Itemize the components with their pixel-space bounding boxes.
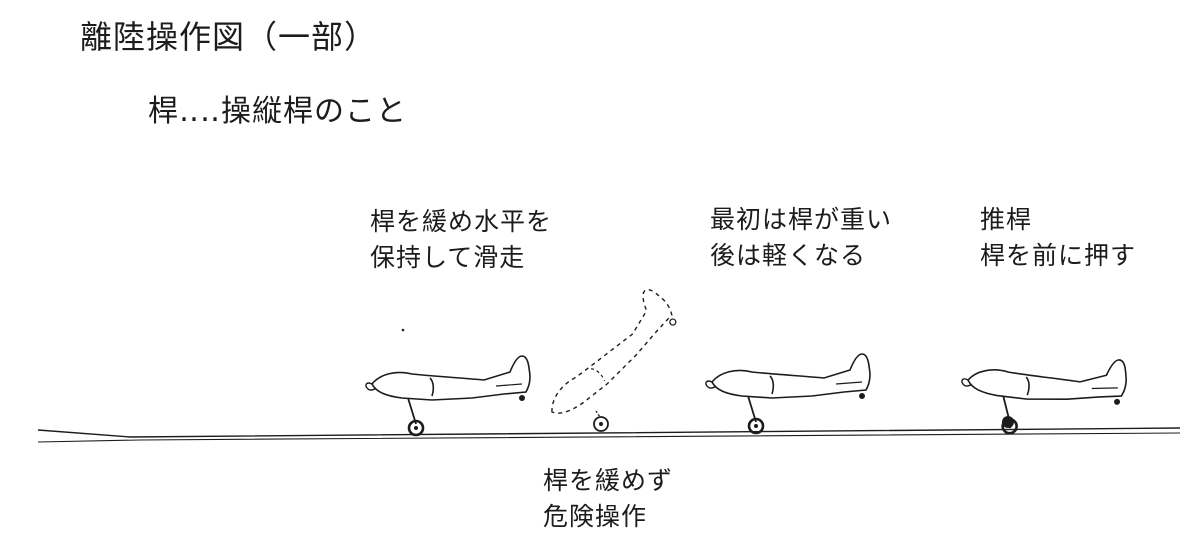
diagram-title: 離陸操作図（一部） <box>80 18 378 56</box>
stray-mark <box>401 328 405 332</box>
caption-line: 桿を緩めず <box>543 466 674 495</box>
ground-line <box>37 427 1181 438</box>
diagram-subtitle: 桿‥‥操縦桿のこと <box>148 94 408 129</box>
caption-line: 推桿 <box>980 205 1033 234</box>
ground-line-shadow <box>37 432 1181 443</box>
airplane-dashed-wheel <box>593 410 609 432</box>
caption-stick-heavy: 最初は桿が重い 後は軽くなる <box>710 202 892 274</box>
caption-line: 後は軽くなる <box>710 241 867 270</box>
airplane-level <box>364 354 532 437</box>
caption-level-taxi: 桿を緩め水平を 保持して滑走 <box>370 204 552 276</box>
airplane-level-stick-heavy <box>704 352 872 435</box>
caption-line: 桿を前に押す <box>980 241 1137 270</box>
caption-line: 最初は桿が重い <box>710 205 893 234</box>
caption-line: 保持して滑走 <box>370 243 526 272</box>
airplane-push-stick-wheel-fill <box>1002 416 1014 428</box>
airplane-push-stick <box>957 350 1129 441</box>
caption-line: 危険操作 <box>543 502 648 531</box>
airplane-nose-up-dashed <box>551 288 677 414</box>
caption-dangerous-operation: 桿を緩めず 危険操作 <box>543 463 673 535</box>
caption-line: 桿を緩め水平を <box>370 207 553 236</box>
caption-push-stick: 推桿 桿を前に押す <box>980 202 1136 274</box>
